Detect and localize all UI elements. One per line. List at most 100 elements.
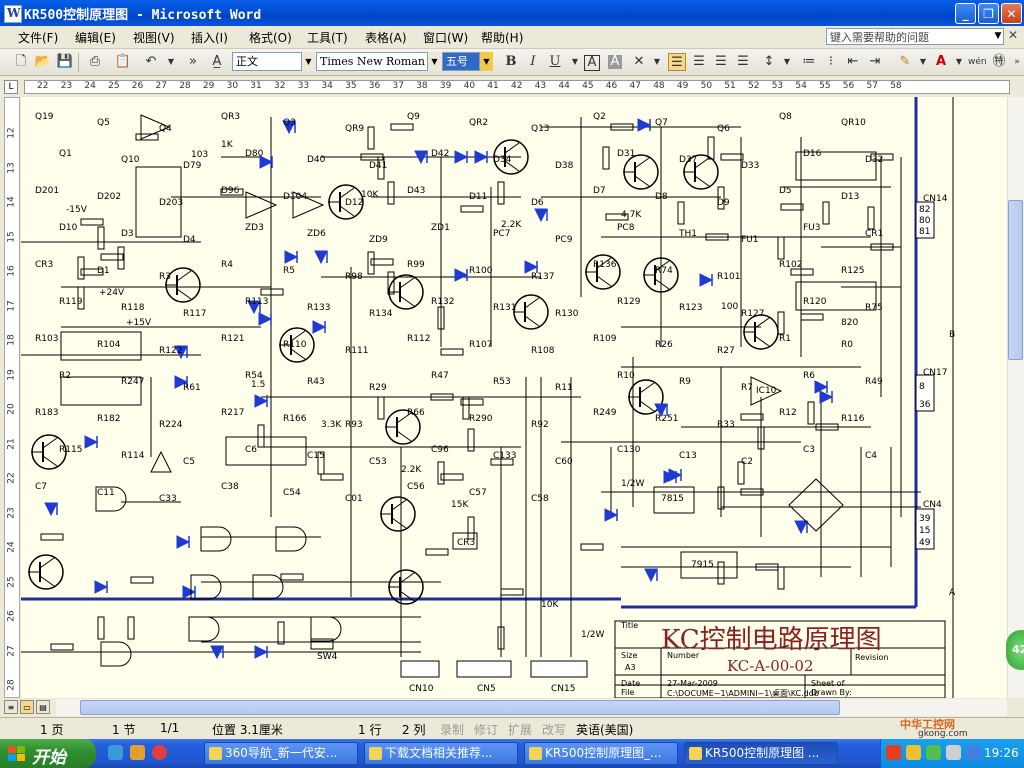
- char-scale-icon[interactable]: ✕: [633, 54, 645, 69]
- phonetic-guide-icon[interactable]: wén: [968, 57, 987, 67]
- vertical-scroll-thumb[interactable]: [1008, 200, 1023, 360]
- style-dropdown-icon[interactable]: ▼: [302, 52, 315, 71]
- font-size-combo[interactable]: 五号: [442, 52, 480, 71]
- increase-indent-icon[interactable]: ⇥: [869, 54, 881, 69]
- undo-icon[interactable]: ↶: [145, 54, 157, 69]
- toolbar-more-icon[interactable]: »: [1014, 57, 1020, 67]
- taskbar-item-360[interactable]: 360导航_新一代安...: [204, 742, 358, 765]
- underline-button[interactable]: U: [549, 54, 561, 69]
- start-button[interactable]: 开始: [0, 739, 96, 768]
- align-right-icon[interactable]: ☰: [715, 54, 727, 69]
- tray-volume-icon[interactable]: [946, 745, 961, 760]
- quicklaunch-ie-icon[interactable]: [108, 745, 123, 760]
- underline-dropdown-icon[interactable]: ▼: [571, 57, 579, 66]
- web-view-icon[interactable]: ▭: [20, 700, 34, 714]
- taskbar-item-download[interactable]: 下载文档相关推荐...: [364, 742, 518, 765]
- undo-dropdown-icon[interactable]: ▼: [167, 57, 175, 66]
- char-scale-dropdown-icon[interactable]: ▼: [653, 57, 661, 66]
- font-combo[interactable]: Times New Roman: [316, 52, 428, 71]
- decrease-indent-icon[interactable]: ⇤: [847, 54, 859, 69]
- tray-gear-icon[interactable]: [906, 745, 921, 760]
- highlight-icon[interactable]: ✎: [899, 54, 911, 69]
- menu-tools[interactable]: 工具(T): [307, 31, 348, 45]
- document-close-icon[interactable]: ✕: [1008, 28, 1019, 42]
- tray-network-icon[interactable]: [926, 745, 941, 760]
- styles-icon[interactable]: A̲: [212, 54, 222, 69]
- menu-insert[interactable]: 插入(I): [191, 31, 228, 45]
- menu-window[interactable]: 窗口(W): [423, 31, 469, 45]
- font-color-icon[interactable]: A: [935, 54, 947, 69]
- bold-button[interactable]: B: [505, 54, 517, 69]
- component-label: D201: [35, 186, 59, 196]
- taskbar-item-kr500-web[interactable]: KR500控制原理图_...: [524, 742, 678, 765]
- style-combo[interactable]: 正文: [232, 52, 302, 71]
- ruler-mark: 29: [202, 81, 215, 91]
- open-folder-icon[interactable]: 📂: [34, 54, 52, 69]
- vruler-mark: 20: [6, 403, 17, 415]
- component-label: R4: [221, 260, 233, 270]
- tab-selector-icon[interactable]: L: [4, 80, 18, 94]
- new-document-icon[interactable]: 🗋: [15, 54, 27, 69]
- toolbar-options-icon[interactable]: »: [189, 54, 197, 69]
- align-justify-icon[interactable]: ☰: [668, 53, 686, 71]
- save-icon[interactable]: 💾: [56, 54, 74, 69]
- print-icon[interactable]: ⎙: [89, 54, 101, 69]
- quicklaunch-browser-icon[interactable]: [152, 745, 167, 760]
- maximize-button[interactable]: ❐: [978, 3, 999, 24]
- line-spacing-dropdown-icon[interactable]: ▼: [783, 57, 791, 66]
- minimize-button[interactable]: _: [955, 3, 976, 24]
- word-app-icon[interactable]: [4, 5, 22, 23]
- quicklaunch-desktop-icon[interactable]: [130, 745, 145, 760]
- connector-label: CN17: [923, 368, 947, 378]
- font-size-dropdown-icon[interactable]: ▼: [480, 52, 493, 71]
- side-badge[interactable]: 42: [1006, 630, 1024, 670]
- normal-view-icon[interactable]: ≡: [4, 700, 18, 714]
- close-button[interactable]: ✕: [1001, 3, 1022, 24]
- distributed-align-icon[interactable]: ☰: [737, 54, 749, 69]
- status-track-changes[interactable]: 修订: [474, 723, 499, 737]
- print-view-icon[interactable]: ▤: [36, 700, 50, 714]
- horizontal-scroll-thumb[interactable]: [80, 700, 840, 715]
- align-center-icon[interactable]: ☰: [693, 54, 705, 69]
- component-label: D31: [617, 149, 635, 159]
- schematic-title: KC控制电路原理图: [661, 625, 882, 655]
- menu-edit[interactable]: 编辑(E): [75, 31, 116, 45]
- menu-view[interactable]: 视图(V): [133, 31, 175, 45]
- char-shading-button[interactable]: A: [608, 55, 622, 69]
- help-search-input[interactable]: 键入需要帮助的问题: [826, 28, 1004, 45]
- bullets-icon[interactable]: ⁝: [828, 54, 834, 69]
- taskbar-item-kr500-word[interactable]: KR500控制原理图 ...: [684, 742, 838, 765]
- menu-table[interactable]: 表格(A): [365, 31, 407, 45]
- char-border-button[interactable]: A: [584, 55, 600, 71]
- ruler-mark: 28: [179, 81, 191, 91]
- font-dropdown-icon[interactable]: ▼: [428, 52, 441, 71]
- status-overtype[interactable]: 改写: [542, 723, 567, 737]
- enclosed-char-icon[interactable]: ㊕: [992, 54, 1006, 69]
- status-language[interactable]: 英语(美国): [576, 723, 634, 737]
- numbering-icon[interactable]: ≔: [802, 54, 816, 69]
- font-color-dropdown-icon[interactable]: ▼: [955, 57, 963, 66]
- vertical-scrollbar[interactable]: [1007, 97, 1024, 698]
- component-label: R102: [779, 260, 802, 270]
- line-spacing-icon[interactable]: ↕: [763, 54, 775, 69]
- paste-icon[interactable]: 📋: [114, 54, 132, 69]
- value-label: 1.5: [251, 380, 265, 390]
- ruler-mark: 50: [700, 81, 713, 91]
- tray-ime-icon[interactable]: [966, 745, 981, 760]
- menu-file[interactable]: 文件(F): [18, 31, 59, 45]
- resistor: [390, 123, 414, 131]
- tray-s-icon[interactable]: [886, 745, 901, 760]
- title-bar[interactable]: KR500控制原理图 - Microsoft Word _ ❐ ✕: [0, 0, 1024, 26]
- component-label: C130: [617, 445, 641, 455]
- title-block-date-value: 27-Mar-2009: [667, 679, 718, 688]
- menu-help[interactable]: 帮助(H): [481, 31, 524, 45]
- status-extend[interactable]: 扩展: [508, 723, 533, 737]
- help-dropdown-icon[interactable]: ▼: [994, 31, 1002, 41]
- status-record[interactable]: 录制: [440, 723, 465, 737]
- highlight-dropdown-icon[interactable]: ▼: [919, 57, 927, 66]
- menu-format[interactable]: 格式(O): [249, 31, 292, 45]
- italic-button[interactable]: I: [530, 54, 536, 69]
